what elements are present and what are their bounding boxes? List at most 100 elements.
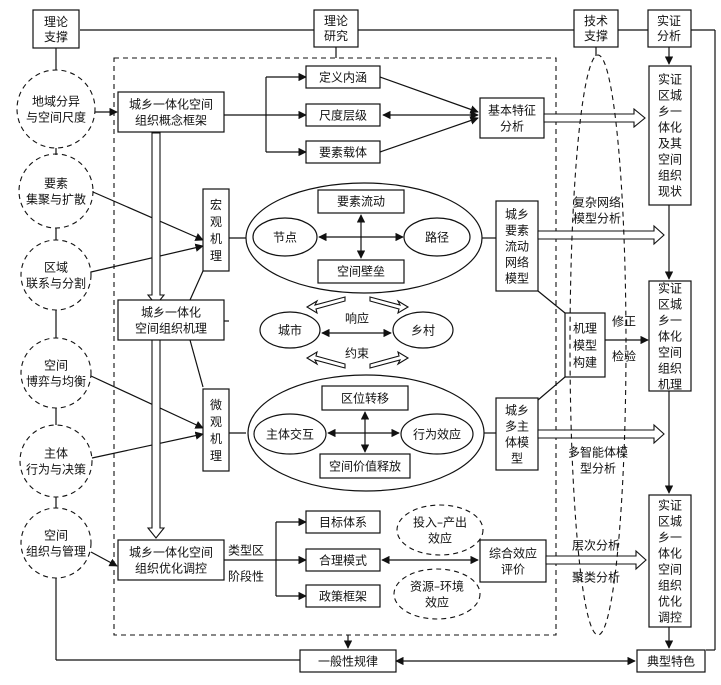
- theory-support-label: 理论支撑: [44, 15, 68, 44]
- value-release-label: 空间价值释放: [329, 458, 401, 473]
- typical-feature-box: [636, 649, 706, 673]
- tech-support-box: [573, 9, 619, 48]
- theory-label-6: 空间组织与管理: [26, 528, 86, 558]
- value-release-box: [319, 453, 411, 479]
- type-area-label: 类型区: [228, 543, 264, 557]
- factor-flow-network-model-box: [495, 200, 539, 292]
- check-label: 检验: [612, 348, 636, 363]
- village-label: 乡村: [411, 323, 435, 337]
- macro-mechanism-box: [202, 188, 230, 272]
- basic-features-box: [479, 97, 545, 139]
- empirical-status-label: 实证区城乡一体化及其空间组织现状: [658, 71, 682, 198]
- down-arrow-mechanism-to-optimization: [146, 339, 166, 539]
- target-system-box: [305, 510, 381, 534]
- empirical-analysis-box: [647, 9, 692, 48]
- theory-label-2: 要素集聚与扩散: [26, 176, 86, 206]
- scale-level-label: 尺度层级: [319, 107, 367, 122]
- research-frame: [113, 57, 557, 636]
- theory-research-label: 理论研究: [324, 14, 348, 43]
- hollow-arrow-upper-left: [305, 296, 346, 315]
- factor-flow-box: [317, 189, 405, 214]
- macro-block: 宏观机理 要素流动 节点 路径 空间壁垒 城乡要素流动网络模型 复杂网络模型分析: [202, 182, 665, 294]
- empirical-optimization-box: [648, 494, 692, 628]
- multi-agent-method: 多智能体模型分析: [568, 444, 628, 475]
- node-label: 节点: [273, 230, 297, 244]
- city-label: 城市: [278, 322, 302, 337]
- city-ellipse: [259, 311, 321, 349]
- target-system-label: 目标体系: [319, 515, 367, 529]
- path-label: 路径: [425, 229, 449, 244]
- theory-label-5: 主体行为与决策: [26, 446, 86, 476]
- comprehensive-evaluation-label: 综合效应评价: [489, 545, 537, 576]
- spatial-barrier-label: 空间壁垒: [337, 263, 385, 278]
- mechanism-block: 城乡一体化空间组织机理 城市 乡村 响应 约束 机理模型构建 修正 检验: [117, 270, 649, 401]
- mechanism-model-build-label: 机理模型构建: [573, 321, 597, 369]
- evaluation-to-empirical-arrow: [545, 549, 647, 571]
- theory-arrows: [90, 107, 204, 567]
- complex-network-method: 复杂网络模型分析: [573, 194, 621, 225]
- concept-framework-box: [117, 91, 225, 133]
- theory-circle-spatial-game: [20, 337, 92, 409]
- hierarchy-analysis-label: 层次分析: [572, 538, 620, 552]
- mechanism-model-build-box: [564, 312, 606, 378]
- node-ellipse: [252, 217, 318, 257]
- resource-env-effect-ellipse: [393, 568, 481, 620]
- concept-framework-label: 城乡一体化空间组织概念框架: [129, 97, 213, 127]
- concept-block: 城乡一体化空间组织概念框架 定义内涵 尺度层级 要素载体 基本特征分析: [117, 65, 646, 164]
- hollow-arrow-lower-right: [369, 350, 410, 369]
- down-arrow-concept-to-mechanism: [146, 132, 166, 306]
- optimization-control-box: [117, 539, 225, 581]
- definition-label: 定义内涵: [319, 69, 367, 84]
- macro-mechanism-label: 宏观机理: [210, 197, 222, 263]
- mechanism-box: [117, 299, 225, 341]
- location-shift-label: 区位转移: [341, 390, 389, 405]
- input-output-effect-ellipse: [396, 504, 484, 556]
- multi-agent-model-box: [495, 397, 539, 471]
- empirical-status-box: [648, 65, 692, 206]
- empirical-analysis-label: 实证分析: [657, 13, 681, 43]
- features-to-empirical-arrow: [543, 107, 646, 129]
- village-ellipse: [392, 311, 454, 349]
- scale-level-box: [305, 103, 381, 127]
- network-to-empirical-arrow: [537, 224, 665, 246]
- theory-circle-regional-linkage: [20, 239, 92, 311]
- empirical-optimization-label: 实证区城乡一体化空间组织优化调控: [658, 497, 682, 624]
- general-law-label: 一般性规律: [318, 653, 378, 668]
- theory-circle-actor-behavior: [19, 424, 93, 498]
- theory-circle-factor-agglomeration: [18, 153, 94, 229]
- reasonable-mode-label: 合理模式: [319, 552, 367, 567]
- mechanism-label: 城乡一体化空间组织机理: [135, 305, 207, 335]
- stage-label: 阶段性: [228, 568, 264, 583]
- bottom-row: 一般性规律 典型特色: [299, 635, 706, 673]
- micro-mechanism-box: [202, 388, 230, 472]
- path-ellipse: [403, 217, 471, 257]
- hollow-arrow-lower-left: [305, 350, 346, 369]
- theory-column: 地域分异与空间尺度 要素集聚与扩散 区域联系与分割 空间博弈与均衡 主体行为与决…: [16, 48, 300, 661]
- basic-features-label: 基本特征分析: [488, 102, 536, 133]
- behavior-effect-ellipse: [400, 413, 474, 455]
- theory-label-3: 区域联系与分割: [26, 260, 86, 290]
- tech-support-ellipse: [569, 54, 627, 636]
- resource-env-effect-label: 资源–环境效应: [410, 578, 464, 609]
- theory-label-4: 空间博弈与均衡: [26, 358, 86, 388]
- policy-framework-box: [305, 584, 381, 608]
- optimization-block: 城乡一体化空间组织优化调控 类型区 阶段性 目标体系 合理模式 政策框架 投入–…: [117, 504, 647, 620]
- element-carrier-label: 要素载体: [319, 145, 367, 159]
- input-output-effect-label: 投入–产出效应: [413, 514, 467, 545]
- constraint-label: 约束: [345, 345, 369, 360]
- tech-support-label: 技术支撑: [584, 14, 608, 43]
- actor-interaction-ellipse: [253, 413, 327, 455]
- optimization-control-label: 城乡一体化空间组织优化调控: [129, 545, 213, 575]
- hollow-arrow-upper-right: [369, 296, 410, 315]
- factor-flow-label: 要素流动: [337, 194, 385, 208]
- typical-feature-label: 典型特色: [647, 653, 695, 668]
- empirical-mechanism-box: [648, 280, 692, 392]
- theory-research-box: [313, 9, 359, 48]
- theory-circle-spatial-organization: [20, 507, 92, 579]
- spatial-barrier-box: [317, 259, 405, 284]
- revise-label: 修正: [612, 313, 636, 328]
- theory-label-1: 地域分异与空间尺度: [26, 94, 86, 124]
- factor-flow-network-model-label: 城乡要素流动网络模型: [505, 207, 529, 285]
- response-label: 响应: [345, 310, 369, 325]
